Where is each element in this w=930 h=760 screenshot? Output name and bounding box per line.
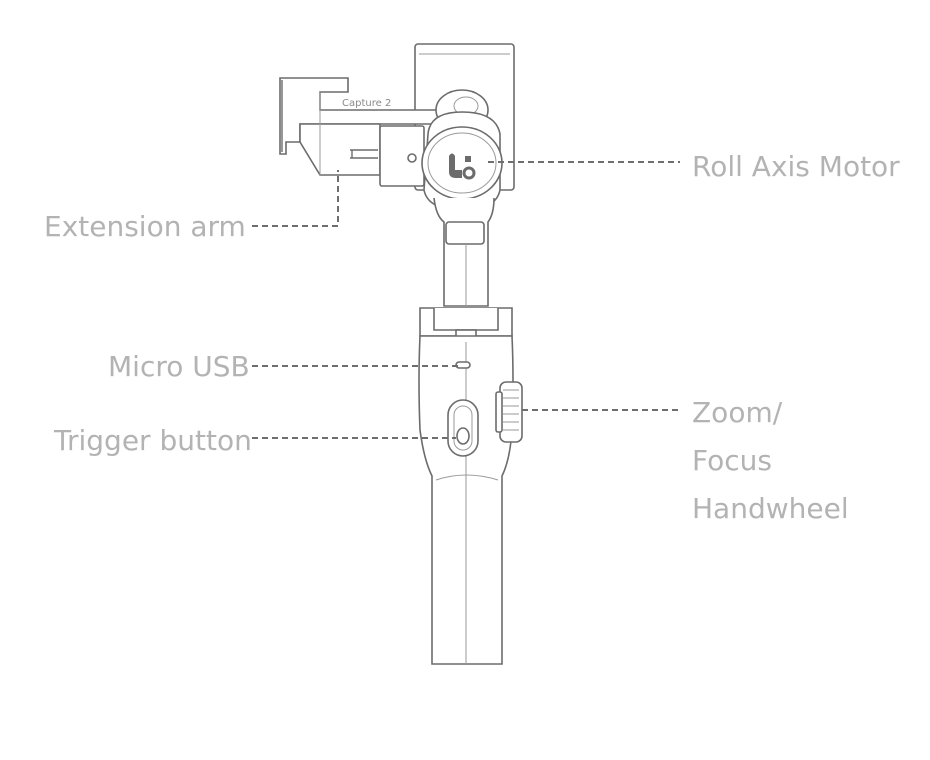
gimbal-illustration: Capture 2 xyxy=(279,43,523,665)
zoom-focus-handwheel xyxy=(495,381,523,443)
model-label: Capture 2 xyxy=(342,98,391,109)
trigger-button xyxy=(447,399,479,457)
roll-axis-motor xyxy=(421,111,503,211)
callout-labels: Extension arm Roll Axis Motor Micro USB … xyxy=(44,150,900,525)
leader-lines xyxy=(252,161,680,439)
micro-usb-port xyxy=(455,361,471,369)
label-micro-usb: Micro USB xyxy=(108,350,250,383)
label-trigger-button: Trigger button xyxy=(53,424,252,457)
label-zoom-line2: Focus xyxy=(692,444,772,477)
label-zoom-line1: Zoom/ xyxy=(692,396,783,429)
leader-extension-arm xyxy=(252,170,339,227)
brand-logo-icon xyxy=(449,153,476,180)
label-extension-arm: Extension arm xyxy=(44,210,246,243)
label-roll-axis-motor: Roll Axis Motor xyxy=(692,150,900,183)
handle xyxy=(418,335,514,665)
vertical-arm xyxy=(433,197,495,307)
label-zoom-line3: Handwheel xyxy=(692,492,849,525)
